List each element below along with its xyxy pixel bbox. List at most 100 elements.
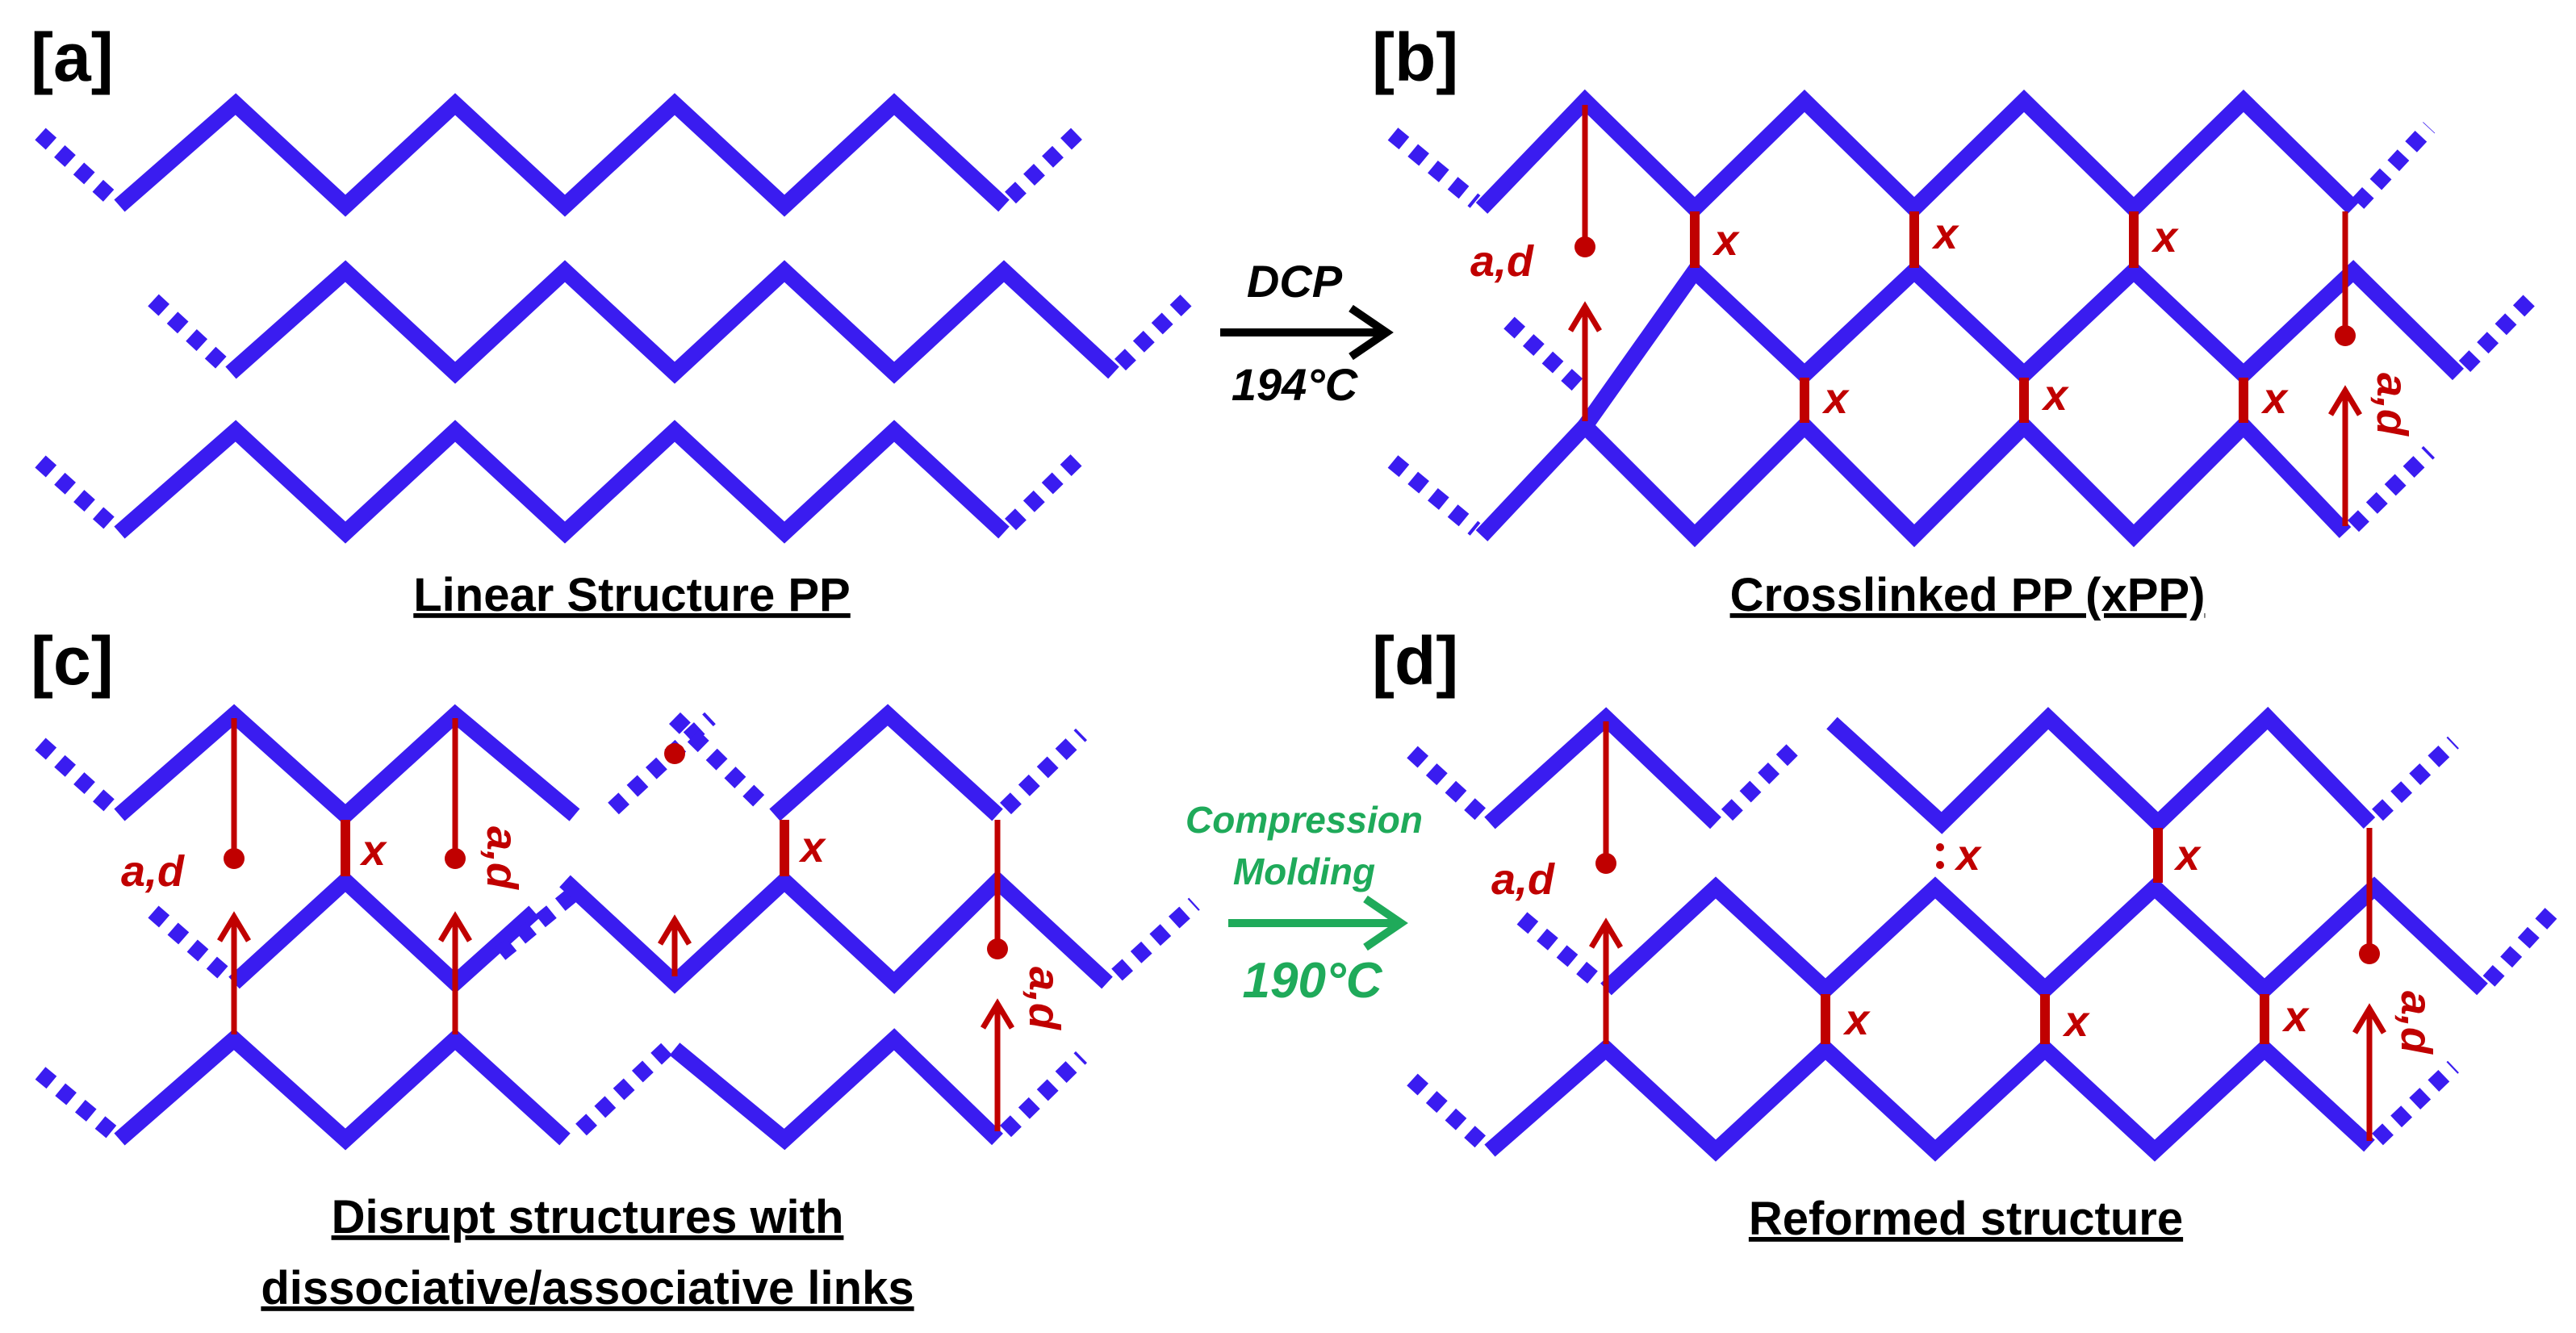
reaction-arrow-2: Compression Molding 190°C [1186,799,1423,1009]
panel-c: [c] [31,623,1200,1314]
broken-link-dot [1936,861,1944,869]
chain-end-dotted [148,905,235,984]
chain-end-dotted [35,127,121,208]
panel-a-caption: Linear Structure PP [413,569,850,621]
panel-b-chains [1387,89,2540,548]
chain-end-dotted [1721,736,1806,821]
arrow-head [1349,304,1394,361]
chain-end-dotted [1503,316,1586,394]
ad-label-rotated: a,d [2368,373,2416,437]
panel-d-links [1588,721,2387,1141]
crosslink-label: x [2151,213,2179,261]
chain-end-dotted [1407,1073,1491,1152]
ad-label: a,d [121,847,185,896]
radical-dot [2359,943,2380,964]
ad-label-rotated: a,d [1020,967,1068,1030]
chain [114,1028,571,1151]
arrow-head [1363,895,1408,951]
panel-d-chains [1407,706,2565,1162]
radical-dot [445,848,466,869]
panel-c-chains [35,704,1200,1151]
chain-end-dotted [1387,455,1481,536]
chain-end-dotted [1516,912,1607,991]
crosslink-label: x [2041,371,2069,420]
chain-end-dotted [2372,1060,2459,1146]
chain [669,1028,1003,1151]
panel-c-caption-line1: Disrupt structures with [332,1191,844,1243]
chain-end-dotted [1407,746,1491,825]
chain [1484,1038,2375,1162]
chain-end-dotted [35,455,121,535]
reaction-arrow-1: DCP 194°C [1220,256,1394,410]
chain-end-dotted [1111,897,1200,981]
chain-end-dotted [1000,1051,1087,1138]
radical-dot [1595,853,1616,874]
crosslink-label: x [2173,831,2202,880]
crosslink-label: x [1842,996,1871,1044]
crosslink-label: x [1712,216,1740,265]
chain-end-dotted [1000,728,1087,815]
chain-end-dotted [35,1067,120,1141]
chain-end-dotted [2458,290,2540,372]
chain [1475,89,2359,219]
chain [114,93,1010,217]
radical-dot [2335,325,2356,346]
chain-end-dotted [35,738,120,817]
chain-end-dotted [575,1043,672,1136]
chain [1826,706,2376,834]
chain-end-dotted [148,294,232,374]
arrow-link-head [2352,1003,2387,1034]
chain-end-dotted [2482,900,2565,987]
panel-d: [d] x [1372,623,2565,1245]
panel-c-label: [c] [31,623,114,699]
ad-label-rotated: a,d [478,826,526,890]
chain [225,260,1119,384]
crosslink-label: x [1821,374,1850,423]
panel-b-caption: Crosslinked PP (xPP) [1730,569,2206,621]
panel-a-label: [a] [31,19,114,95]
arrow-link-head [1567,301,1603,332]
reaction-2-top-line1: Compression [1186,799,1423,841]
arrow-link-head [657,914,692,946]
radical-dot [664,743,685,764]
crosslink-label: x [359,826,387,875]
chain-end-dotted [608,712,716,815]
chain [114,704,580,826]
arrow-link-head [980,998,1015,1030]
chain [559,870,1113,994]
crosslink-label: x [798,823,826,871]
chain-end-dotted [1114,287,1198,371]
panel-a-chains [35,93,1198,544]
chain-end-dotted [2352,122,2436,209]
crosslink-label: x [2062,997,2090,1046]
chain-end-dotted [495,881,587,960]
arrow-link-head [1588,917,1624,949]
ad-label: a,d [1491,855,1555,904]
reaction-2-top-line2: Molding [1233,850,1375,892]
chain [114,420,1010,544]
panel-d-caption: Reformed structure [1749,1193,2183,1245]
panel-a: [a] Linear Structure PP [31,19,1198,621]
chain [228,870,540,994]
chain [1484,707,1721,829]
chain-end-dotted [668,712,773,815]
ad-label: a,d [1470,237,1534,286]
chain [1600,876,2488,1001]
chain-end-dotted [2348,445,2435,533]
chain [1578,258,2465,431]
panel-b-links [1567,105,2363,526]
panel-c-caption-line2: dissociative/associative links [261,1262,914,1314]
crosslink-label: x [1954,831,1982,880]
chain-end-dotted [2372,736,2459,821]
panel-d-label: [d] [1372,623,1458,699]
ad-label-rotated: a,d [2392,991,2440,1055]
chain [769,704,1003,821]
radical-dot [987,938,1008,959]
chain [1475,414,2352,548]
arrow-link-head [2327,385,2363,416]
broken-link-dot [1936,843,1944,851]
chain-end-dotted [1387,127,1481,208]
arrow-link-head [216,911,252,942]
chain-end-dotted [1005,447,1089,531]
